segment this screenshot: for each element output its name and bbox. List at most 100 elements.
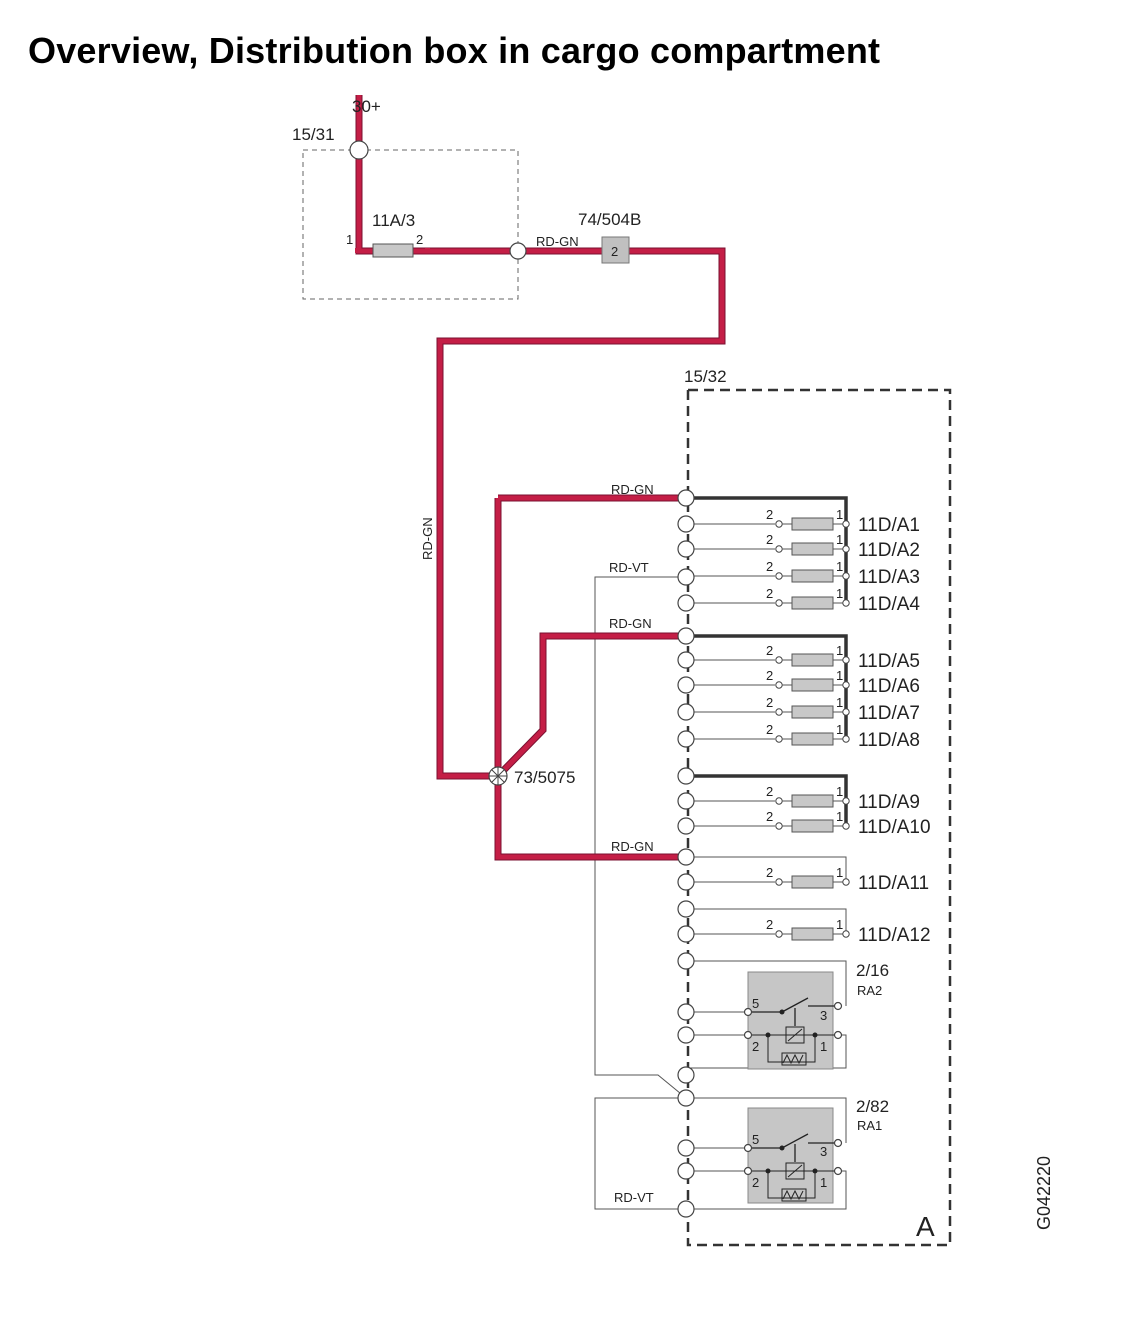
fuse-body <box>791 653 834 667</box>
main-fuse-pin-2 <box>425 248 430 253</box>
terminal-3 <box>677 540 695 558</box>
terminal-11 <box>677 767 695 785</box>
fuse-body <box>791 678 834 692</box>
terminal-7 <box>677 651 695 669</box>
fuse-label: 11D/A2 <box>858 540 920 561</box>
fuse-row-11d-a3: 2 1 11D/A3 <box>686 559 920 588</box>
fuse-label: 11D/A6 <box>858 676 920 697</box>
fuse-row-11d-a10: 2 1 11D/A10 <box>686 809 931 838</box>
fuse-label: 11D/A3 <box>858 567 920 588</box>
relay-2-82-pin3: 3 <box>820 1144 827 1159</box>
main-fuse-11a3 <box>372 243 414 258</box>
wire-color-vertical: RD-GN <box>420 517 435 560</box>
fuse-pin-right-label: 1 <box>836 865 843 880</box>
fuse-pin-right-label: 1 <box>836 722 843 737</box>
image-code: G042220 <box>1034 1156 1054 1230</box>
fuse-label: 11D/A9 <box>858 792 920 813</box>
relay-2-82-label: 2/82 <box>856 1097 889 1116</box>
terminal-10 <box>677 730 695 748</box>
fuse-pin-left-label: 2 <box>766 507 773 522</box>
terminal-4 <box>677 568 695 586</box>
terminal-23 <box>677 1139 695 1157</box>
terminal-8 <box>677 676 695 694</box>
bus-bars <box>686 496 848 826</box>
main-fuse-label: 11A/3 <box>372 211 415 230</box>
fuse-pin-right-label: 1 <box>836 559 843 574</box>
page-title: Overview, Distribution box in cargo comp… <box>28 30 881 71</box>
terminal-17 <box>677 925 695 943</box>
fuse-body <box>791 569 834 583</box>
fuse-label: 11D/A10 <box>858 817 931 838</box>
main-fuse-pin-2-label: 2 <box>416 232 423 247</box>
connector-pin-label: 2 <box>611 244 618 259</box>
area-letter: A <box>916 1211 935 1242</box>
relay-2-16 <box>743 971 843 1070</box>
splice-label: 73/5075 <box>514 768 575 787</box>
wire-color-upper: RD-GN <box>536 234 579 249</box>
terminal-12 <box>677 792 695 810</box>
supply-label: 30+ <box>352 97 381 116</box>
relay-2-82-pin2: 2 <box>752 1175 759 1190</box>
fuse-pin-left-label: 2 <box>766 668 773 683</box>
connector-74-504b <box>601 236 630 264</box>
fuse-label: 11D/A12 <box>858 925 931 946</box>
fuse-pin-left-label: 2 <box>766 695 773 710</box>
wire-color-rdvt-top: RD-VT <box>609 560 649 575</box>
fuse-body <box>791 794 834 808</box>
terminal-18 <box>677 952 695 970</box>
fuse-pin-right-label: 1 <box>836 917 843 932</box>
supply-terminal <box>349 140 369 160</box>
fuse-pin-left-label: 2 <box>766 809 773 824</box>
wire-color-bus1: RD-GN <box>611 482 654 497</box>
fuse-body <box>791 875 834 889</box>
fuse-pin-left-label: 2 <box>766 559 773 574</box>
fuse-pin-right-label: 1 <box>836 695 843 710</box>
relay-2-16-pin3: 3 <box>820 1008 827 1023</box>
fuse-pin-right-label: 1 <box>836 643 843 658</box>
main-fuse-pin-1-label: 1 <box>346 232 353 247</box>
terminal-column <box>677 489 695 1218</box>
fuse-body <box>791 732 834 746</box>
relay-2-82-pin1: 1 <box>820 1175 827 1190</box>
relay-2-82-pin5: 5 <box>752 1132 759 1147</box>
terminal-24 <box>677 1162 695 1180</box>
fuse-label: 11D/A11 <box>858 873 929 894</box>
terminal-25 <box>677 1200 695 1218</box>
relay-2-16-label: 2/16 <box>856 961 889 980</box>
fuse-body <box>791 596 834 610</box>
fuse-label: 11D/A1 <box>858 515 920 536</box>
terminal-15 <box>677 873 695 891</box>
fuse-label: 11D/A4 <box>858 594 920 615</box>
connector-label: 74/504B <box>578 210 641 229</box>
fuse-pin-left-label: 2 <box>766 917 773 932</box>
wire-color-rdvt-bottom: RD-VT <box>614 1190 654 1205</box>
fuse-label: 11D/A5 <box>858 651 920 672</box>
terminal-9 <box>677 703 695 721</box>
fuse-pin-right-label: 1 <box>836 668 843 683</box>
terminal-16 <box>677 900 695 918</box>
fuse-pin-left-label: 2 <box>766 532 773 547</box>
terminal-6 <box>677 627 695 645</box>
upper-fuse-box-outline <box>302 149 519 300</box>
fuse-pin-right-label: 1 <box>836 809 843 824</box>
fuse-body <box>791 517 834 531</box>
fuse-body <box>791 819 834 833</box>
fuse-body <box>791 542 834 556</box>
terminal-5 <box>677 594 695 612</box>
main-fuse-pin-1 <box>355 248 360 253</box>
relay-2-16-pin1: 1 <box>820 1039 827 1054</box>
upper-box-exit-terminal <box>509 242 527 260</box>
terminal-14 <box>677 848 695 866</box>
wire-color-bus4: RD-GN <box>611 839 654 854</box>
fuse-pin-left-label: 2 <box>766 722 773 737</box>
fuse-pin-right-label: 1 <box>836 507 843 522</box>
terminal-13 <box>677 817 695 835</box>
fuse-pin-right-label: 1 <box>836 784 843 799</box>
